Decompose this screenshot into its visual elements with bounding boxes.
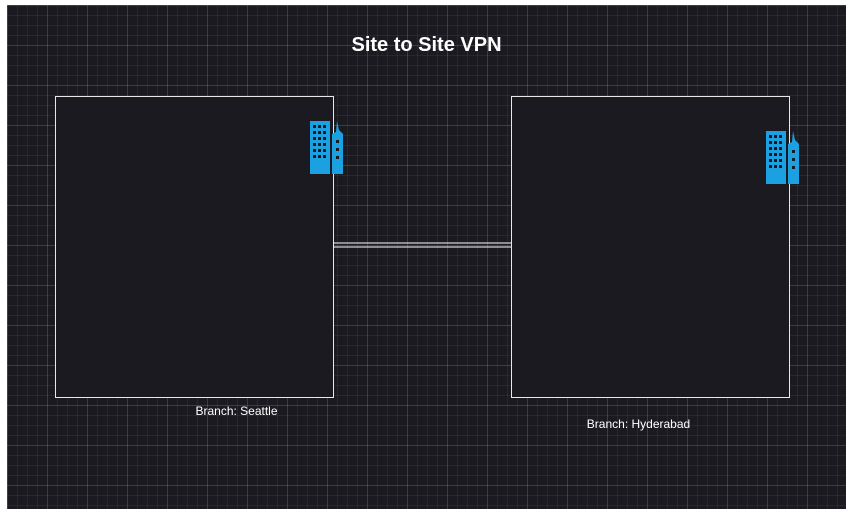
diagram-title: Site to Site VPN xyxy=(351,34,502,56)
site-label-hyderabad: Branch: Hyderabad xyxy=(586,417,691,431)
site-box-seattle[interactable] xyxy=(55,96,334,398)
office-building-icon xyxy=(766,131,799,184)
site-box-hyderabad[interactable] xyxy=(511,96,790,398)
vpn-tunnel-connector[interactable] xyxy=(333,241,511,249)
site-label-seattle: Branch: Seattle xyxy=(195,404,278,418)
office-building-icon xyxy=(310,121,343,174)
